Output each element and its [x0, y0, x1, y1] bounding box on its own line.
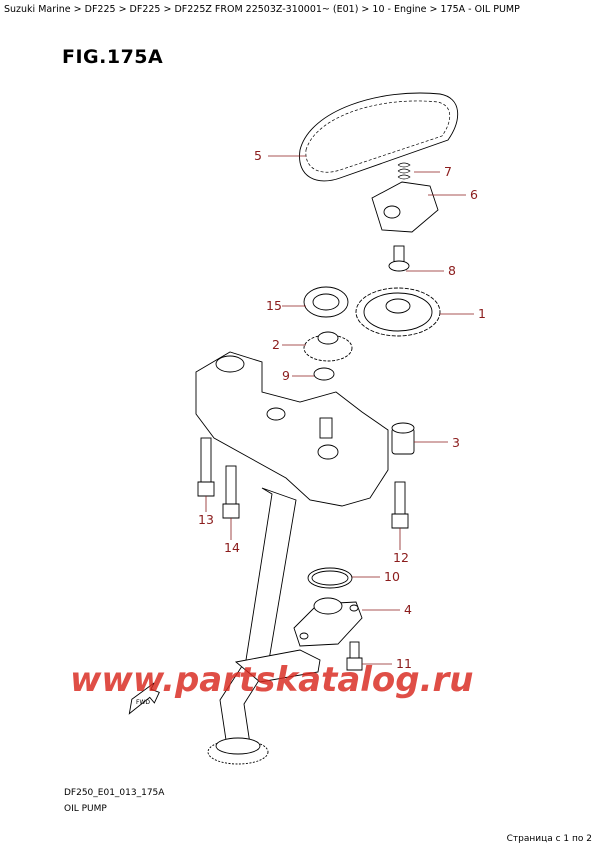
callout-12[interactable]: 12 [393, 550, 409, 565]
callout-11[interactable]: 11 [396, 656, 412, 671]
watermark: www.partskatalog.ru [70, 660, 474, 700]
callout-15[interactable]: 15 [266, 298, 282, 313]
part-pump-body [195, 351, 389, 507]
figure-title: FIG.175A [62, 46, 164, 68]
callout-3[interactable]: 3 [452, 435, 460, 450]
part-spring[interactable] [397, 162, 411, 180]
callouts: 5 7 6 8 15 1 2 9 3 12 13 14 10 4 11 [198, 148, 486, 671]
breadcrumb[interactable]: Suzuki Marine > DF225 > DF225 > DF225Z F… [4, 4, 520, 15]
part-bolt-8[interactable] [388, 245, 410, 272]
callout-6[interactable]: 6 [470, 187, 478, 202]
callout-8[interactable]: 8 [448, 263, 456, 278]
callout-14[interactable]: 14 [224, 540, 240, 555]
page-number: Страница с 1 по 2 [506, 834, 592, 844]
part-o-ring-10[interactable] [307, 567, 353, 589]
part-large-gear[interactable] [355, 287, 441, 337]
part-bushing[interactable] [391, 422, 415, 455]
part-bolt-14[interactable] [222, 465, 240, 519]
callout-1[interactable]: 1 [478, 306, 486, 321]
part-o-ring-9[interactable] [313, 367, 335, 381]
part-bolt-11[interactable] [346, 641, 363, 671]
callout-2[interactable]: 2 [272, 337, 280, 352]
part-small-gear[interactable] [303, 331, 353, 362]
callout-7[interactable]: 7 [444, 164, 452, 179]
part-oil-seal[interactable] [303, 286, 349, 318]
fwd-arrow-icon: FWD [128, 682, 160, 715]
leader-lines [205, 155, 474, 665]
part-strainer-pipe [207, 487, 321, 765]
part-chain[interactable] [299, 92, 459, 182]
callout-9[interactable]: 9 [282, 368, 290, 383]
callout-10[interactable]: 10 [384, 569, 400, 584]
part-bolt-12[interactable] [391, 481, 409, 529]
part-tensioner[interactable] [371, 181, 439, 233]
part-bolt-13[interactable] [197, 437, 215, 497]
callout-4[interactable]: 4 [404, 602, 412, 617]
callout-13[interactable]: 13 [198, 512, 214, 527]
callout-5[interactable]: 5 [254, 148, 262, 163]
fwd-label: FWD [136, 699, 150, 706]
footer-name: OIL PUMP [64, 804, 107, 814]
footer-code: DF250_E01_013_175A [64, 788, 165, 798]
part-flange[interactable] [293, 597, 363, 647]
